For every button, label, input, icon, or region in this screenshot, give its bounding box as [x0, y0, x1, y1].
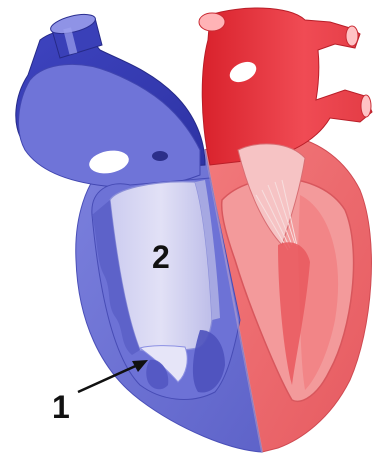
coronary-sinus-opening	[152, 151, 168, 161]
label-1: 1	[52, 389, 70, 425]
label-2: 2	[152, 239, 170, 275]
aorta-right-opening	[346, 26, 358, 46]
aorta-upper-opening	[199, 13, 225, 31]
pulmonary-vein-opening	[361, 95, 371, 117]
